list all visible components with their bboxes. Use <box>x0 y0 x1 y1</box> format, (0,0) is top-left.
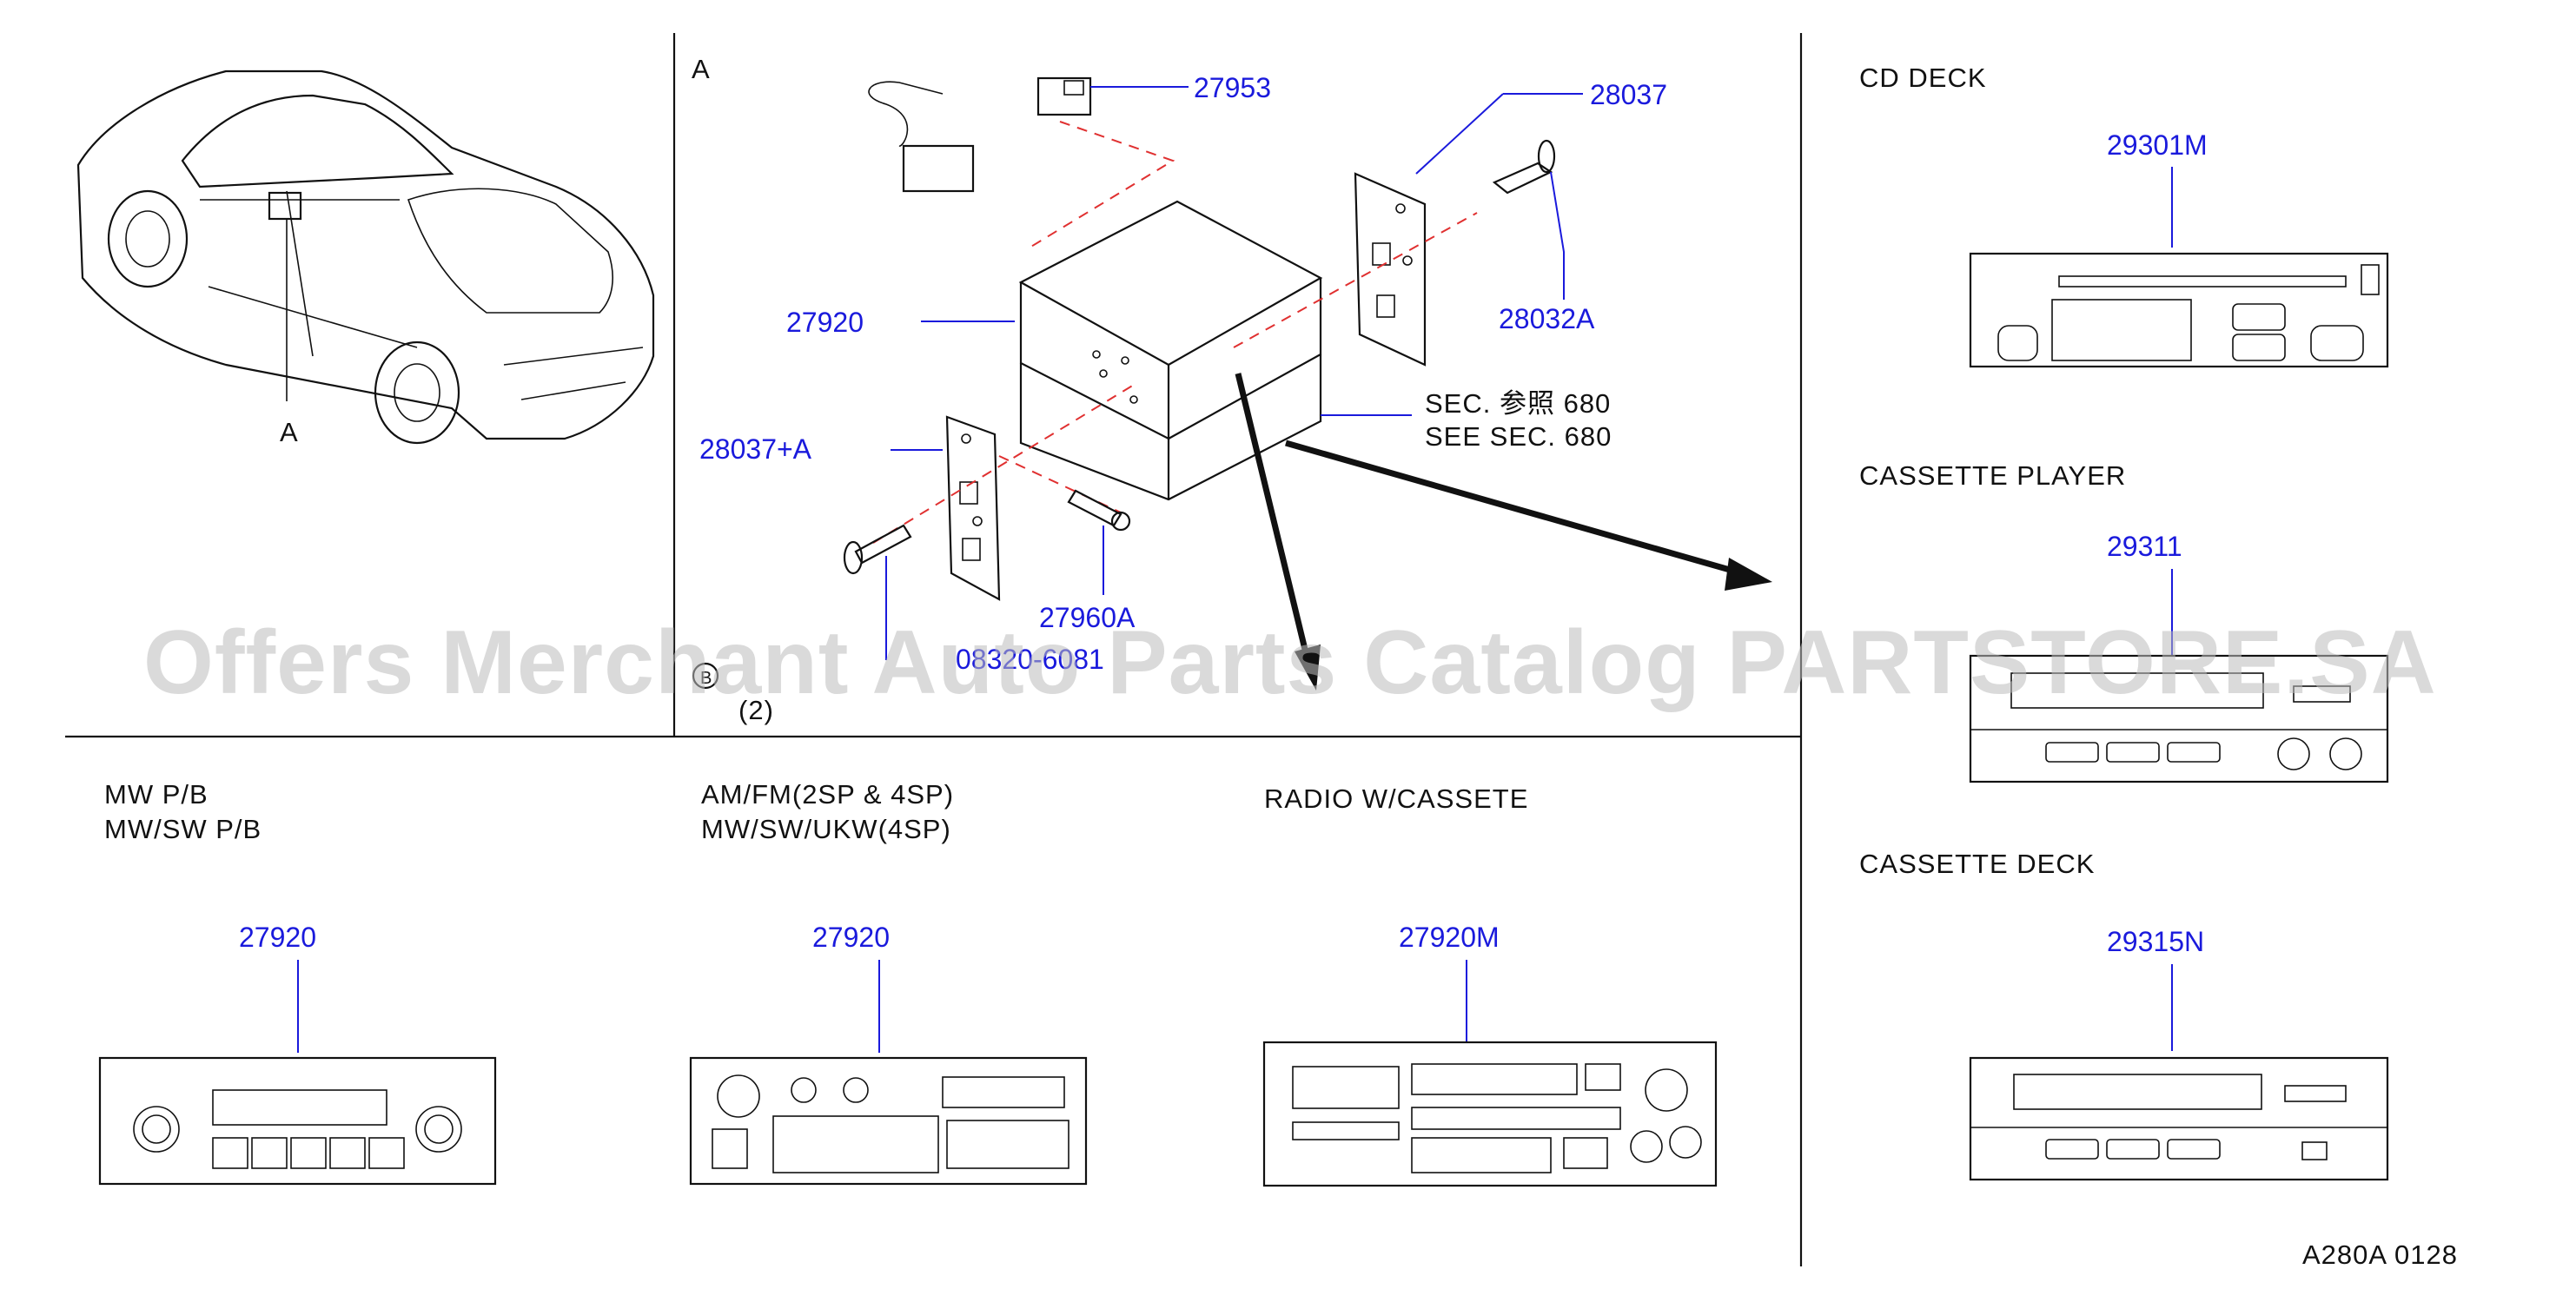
part-28032a[interactable]: 28032A <box>1499 303 1595 334</box>
mw-radio-unit <box>98 1056 497 1186</box>
cassette-deck-title: CASSETTE DECK <box>1859 849 2095 879</box>
cassette-deck-unit <box>1969 1056 2389 1181</box>
pointer-arrows <box>1235 373 1772 691</box>
sec-ref-en: SEE SEC. 680 <box>1425 421 1612 452</box>
cd-deck-unit <box>1969 252 2389 368</box>
car-illustration <box>76 69 655 445</box>
part-27920-mw[interactable]: 27920 <box>239 922 316 953</box>
bolt-code[interactable]: 08320-6081 <box>956 644 1104 675</box>
mw-line2: MW/SW P/B <box>104 814 262 844</box>
part-29311[interactable]: 29311 <box>2107 531 2182 562</box>
part-28037-a[interactable]: 28037+A <box>699 433 812 465</box>
antenna-harness <box>868 76 1092 193</box>
part-27920m[interactable]: 27920M <box>1399 922 1500 953</box>
cd-deck-title: CD DECK <box>1859 63 1987 93</box>
right-screw <box>1492 139 1556 195</box>
right-bracket <box>1354 172 1427 367</box>
cassette-player-title: CASSETTE PLAYER <box>1859 460 2126 491</box>
radio-cassette-unit <box>1262 1041 1718 1187</box>
part-28037[interactable]: 28037 <box>1590 79 1667 110</box>
section-a-label: A <box>692 54 711 84</box>
left-bracket <box>945 415 1001 601</box>
diagram-code: A280A 0128 <box>2302 1239 2458 1270</box>
center-screw <box>1067 489 1131 532</box>
radio-location-box <box>268 191 302 221</box>
sec-ref-jp: SEC. 参照 680 <box>1425 388 1611 419</box>
amfm-line2: MW/SW/UKW(4SP) <box>701 814 951 844</box>
guide-dashes-1 <box>1029 121 1175 248</box>
divider-lines <box>65 33 1803 1266</box>
part-29315n[interactable]: 29315N <box>2107 926 2204 957</box>
amfm-line1: AM/FM(2SP & 4SP) <box>701 779 954 810</box>
mw-line1: MW P/B <box>104 779 209 810</box>
part-27960a[interactable]: 27960A <box>1039 602 1136 633</box>
radio-cassette-line1: RADIO W/CASSETE <box>1264 783 1528 814</box>
part-27920-top[interactable]: 27920 <box>786 307 864 338</box>
part-27953[interactable]: 27953 <box>1194 72 1271 103</box>
bolt-symbol: B <box>692 662 719 690</box>
head-unit-box <box>1018 200 1323 501</box>
bolt-qty: (2) <box>738 695 774 725</box>
amfm-radio-unit <box>689 1056 1088 1186</box>
part-29301m[interactable]: 29301M <box>2107 129 2208 161</box>
car-callout-label: A <box>280 417 299 447</box>
part-27920-amfm[interactable]: 27920 <box>812 922 890 953</box>
cassette-player-unit <box>1969 654 2389 783</box>
guide-dashes-3 <box>872 381 1139 544</box>
guide-dashes-2 <box>1233 212 1478 348</box>
watermark: Offers Merchant Auto Parts Catalog PARTS… <box>143 612 2437 713</box>
left-screw <box>843 524 912 575</box>
bolt-symbol-letter: B <box>700 669 712 688</box>
